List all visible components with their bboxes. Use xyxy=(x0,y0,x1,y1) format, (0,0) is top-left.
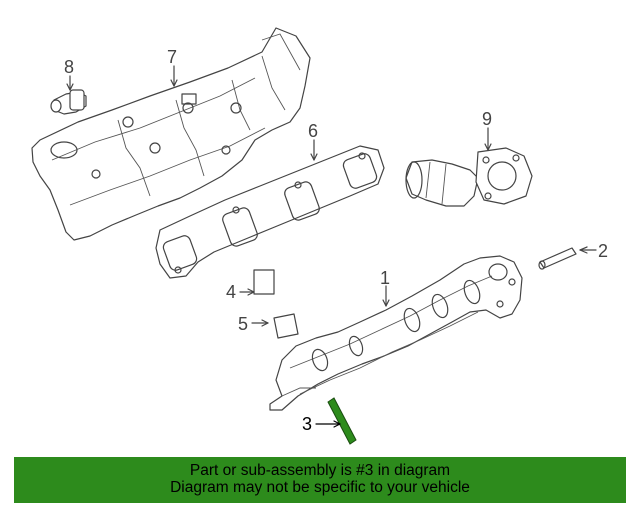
heat-shield-part-7[interactable] xyxy=(31,27,311,241)
bolt-part-3-highlighted[interactable] xyxy=(315,397,357,445)
sensor-part-8[interactable] xyxy=(50,75,87,115)
leader-lines xyxy=(66,65,588,307)
callout-3: 3 xyxy=(302,414,312,434)
callout-9: 9 xyxy=(482,109,492,129)
callout-4: 4 xyxy=(226,282,236,302)
callout-2: 2 xyxy=(598,241,608,261)
callout-8: 8 xyxy=(64,57,74,77)
banner-line-2: Diagram may not be specific to your vehi… xyxy=(170,479,470,496)
callout-5: 5 xyxy=(238,314,248,334)
callout-6: 6 xyxy=(308,121,318,141)
egr-tube-part-9[interactable] xyxy=(405,127,533,207)
stud-part-2[interactable] xyxy=(538,246,597,270)
banner-line-1: Part or sub-assembly is #3 in diagram xyxy=(189,462,451,479)
gasket-part-5[interactable] xyxy=(251,313,299,339)
callout-1: 1 xyxy=(380,268,390,288)
gasket-part-6[interactable] xyxy=(155,145,385,279)
exhaust-manifold-part-1[interactable] xyxy=(269,255,523,411)
callout-7: 7 xyxy=(167,47,177,67)
gasket-part-4[interactable] xyxy=(239,269,275,296)
part-info-banner: Part or sub-assembly is #3 in diagram Di… xyxy=(14,457,626,503)
